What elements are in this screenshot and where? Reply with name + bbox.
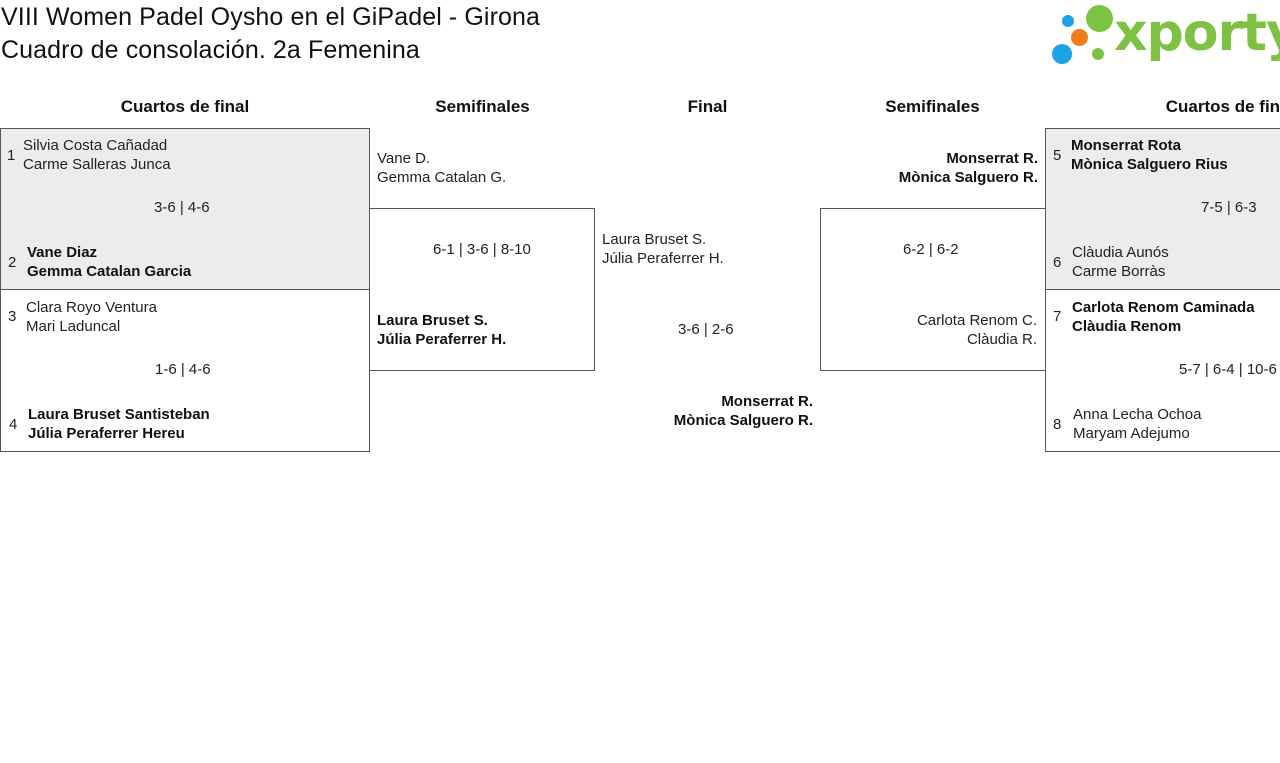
player-name-winner: Júlia Peraferrer H. [377, 331, 507, 348]
column-header-qf-right: Cuartos de final [1165, 97, 1280, 116]
player-name: Júlia Peraferrer H. [602, 250, 724, 267]
match-sf-right[interactable]: 6-2 | 6-2 Carlota Renom C. Clàudia R. [820, 208, 1046, 371]
champion-name: Monserrat R. [721, 393, 813, 410]
match-qf-1[interactable]: 1 Silvia Costa Cañadad Carme Salleras Ju… [0, 128, 370, 290]
player-name-winner: Gemma Catalan Garcia [27, 263, 192, 280]
logo-dot-blue-small-icon [1062, 15, 1074, 27]
seed-number: 5 [1053, 147, 1062, 164]
player-name: Vane D. [377, 150, 431, 167]
match-sf-left[interactable]: 6-1 | 3-6 | 8-10 Laura Bruset S. Júlia P… [369, 208, 595, 371]
match-final[interactable]: Laura Bruset S. Júlia Peraferrer H. 3-6 … [595, 228, 820, 438]
player-name: Carlota Renom C. [916, 312, 1037, 329]
player-name-winner: Vane Diaz [27, 244, 98, 261]
player-name: Silvia Costa Cañadad [23, 137, 168, 154]
champion-name: Mònica Salguero R. [673, 412, 813, 429]
match-score: 3-6 | 2-6 [678, 321, 734, 338]
player-name: Clara Royo Ventura [26, 299, 157, 316]
match-score: 3-6 | 4-6 [154, 199, 210, 216]
player-name-winner: Laura Bruset Santisteban [28, 406, 210, 423]
player-name-winner: Carlota Renom Caminada [1072, 299, 1255, 316]
player-name: Maryam Adejumo [1073, 425, 1190, 442]
match-score: 6-2 | 6-2 [903, 241, 959, 258]
page-subtitle: Cuadro de consolación. 2a Femenina [1, 36, 420, 64]
match-score: 7-5 | 6-3 [1201, 199, 1257, 216]
seed-number: 7 [1053, 308, 1062, 325]
match-score: 1-6 | 4-6 [155, 361, 211, 378]
seed-number: 1 [7, 147, 16, 164]
logo-dot-green-icon [1086, 5, 1113, 32]
player-name-winner: Mònica Salguero R. [898, 169, 1038, 186]
column-header-sf-left: Semifinales [435, 97, 530, 116]
player-name-winner: Júlia Peraferrer Hereu [28, 425, 185, 442]
seed-number: 6 [1053, 254, 1062, 271]
player-name: Clàudia Aunós [1072, 244, 1169, 261]
logo-wordmark: xporty [1114, 3, 1280, 63]
column-header-final: Final [687, 97, 728, 116]
player-name: Laura Bruset S. [602, 231, 707, 248]
match-qf-4[interactable]: 7 Carlota Renom Caminada Clàudia Renom 5… [1045, 289, 1280, 452]
player-name: Clàudia R. [966, 331, 1037, 348]
player-name: Carme Borràs [1072, 263, 1166, 280]
player-name-winner: Monserrat R. [946, 150, 1038, 167]
column-header-qf-left: Cuartos de final [120, 97, 250, 116]
match-score: 5-7 | 6-4 | 10-6 [1179, 361, 1277, 378]
player-name: Anna Lecha Ochoa [1073, 406, 1202, 423]
seed-number: 4 [9, 416, 18, 433]
logo-dot-orange-icon [1071, 29, 1088, 46]
seed-number: 3 [8, 308, 17, 325]
player-name: Gemma Catalan G. [377, 169, 507, 186]
player-name-winner: Laura Bruset S. [377, 312, 488, 329]
match-score: 6-1 | 3-6 | 8-10 [433, 241, 531, 258]
xporty-logo[interactable]: xporty [1052, 5, 1280, 67]
page-title: VIII Women Padel Oysho en el GiPadel - G… [1, 3, 541, 31]
player-name: Carme Salleras Junca [23, 156, 171, 173]
match-qf-3[interactable]: 5 Monserrat Rota Mònica Salguero Rius 7-… [1045, 128, 1280, 290]
player-name-winner: Monserrat Rota [1071, 137, 1182, 154]
player-name-winner: Mònica Salguero Rius [1071, 156, 1228, 173]
seed-number: 2 [8, 254, 17, 271]
player-name-winner: Clàudia Renom [1072, 318, 1182, 335]
logo-dot-green-small-icon [1092, 48, 1104, 60]
logo-dot-blue-icon [1052, 44, 1072, 64]
match-qf-2[interactable]: 3 Clara Royo Ventura Mari Laduncal 1-6 |… [0, 289, 370, 452]
player-name: Mari Laduncal [26, 318, 121, 335]
seed-number: 8 [1053, 416, 1062, 433]
column-header-sf-right: Semifinales [885, 97, 980, 116]
